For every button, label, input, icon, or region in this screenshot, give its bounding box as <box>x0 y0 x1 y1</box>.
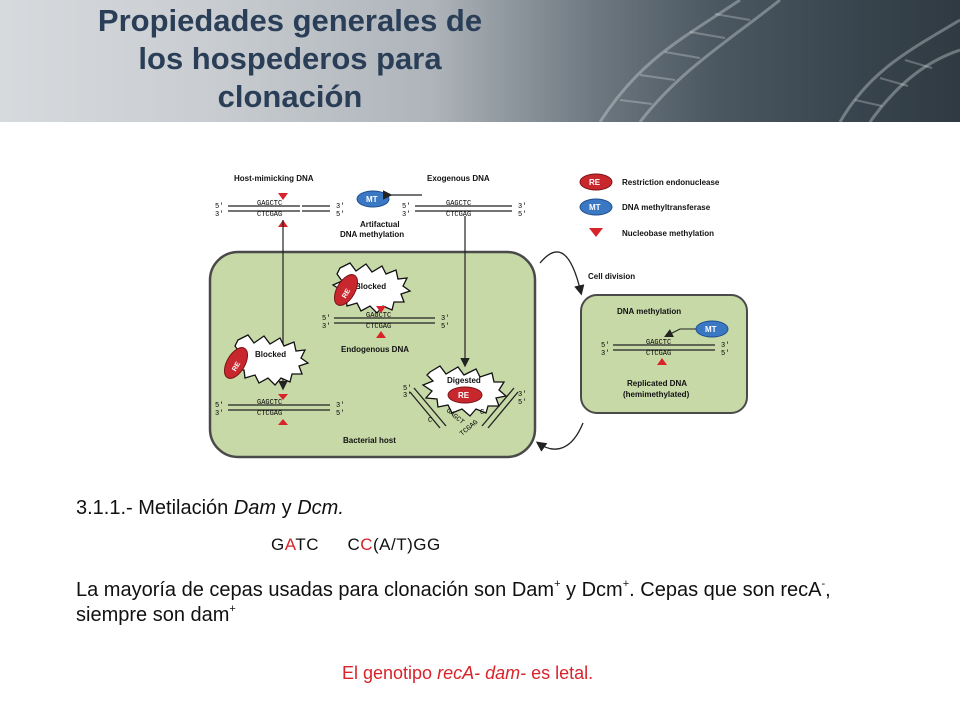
bacterial-host-label: Bacterial host <box>343 436 396 445</box>
cell-division-arrow <box>539 251 585 296</box>
title-line-3: clonación <box>217 79 363 114</box>
svg-text:GAGCTC: GAGCTC <box>257 200 282 208</box>
svg-text:Digested: Digested <box>447 376 481 385</box>
svg-text:Blocked: Blocked <box>255 350 286 359</box>
svg-text:5′: 5′ <box>215 203 223 211</box>
svg-text:GAGCTC: GAGCTC <box>646 339 671 347</box>
svg-text:RE: RE <box>589 178 601 187</box>
svg-text:3′: 3′ <box>518 203 526 211</box>
svg-text:3′: 3′ <box>518 391 526 399</box>
methylated-host-dna: 5′ 3′ GAGCTC CTCGAG 3′ 5′ <box>215 394 344 425</box>
svg-text:CTCGAG: CTCGAG <box>366 323 391 331</box>
methylation-marker <box>278 193 288 200</box>
endogenous-dna: 5′ 3′ GAGCTC CTCGAG 3′ 5′ <box>322 306 449 338</box>
svg-text:RE: RE <box>231 360 242 372</box>
description-paragraph: La mayoría de cepas usadas para clonació… <box>76 578 831 626</box>
svg-text:GAGCTC: GAGCTC <box>366 312 391 320</box>
dna-helix-background <box>598 0 960 122</box>
endogenous-label: Endogenous DNA <box>341 345 409 354</box>
svg-text:3′: 3′ <box>336 203 344 211</box>
recognition-sequences: GATC CC(A/T)GG <box>271 535 441 555</box>
exogenous-dna: 5′ 3′ GAGCTC CTCGAG 3′ 5′ <box>402 200 526 219</box>
title-line-1: Propiedades generales de <box>97 3 483 38</box>
page-title: Propiedades generales de los hospederos … <box>30 2 550 116</box>
svg-text:3′: 3′ <box>601 350 609 358</box>
lethal-genotype-note: El genotipo recA- dam- es letal. <box>342 663 594 683</box>
exogenous-label: Exogenous DNA <box>427 174 490 183</box>
svg-text:5′: 5′ <box>402 203 410 211</box>
svg-text:5′: 5′ <box>601 342 609 350</box>
svg-text:3′: 3′ <box>721 342 729 350</box>
title-line-2: los hospederos para <box>138 41 442 76</box>
svg-text:3′: 3′ <box>215 211 223 219</box>
digested-burst: Digested RE <box>421 365 508 417</box>
blocked-burst-upper: Blocked RE <box>331 262 412 314</box>
svg-text:5′: 5′ <box>336 211 344 219</box>
svg-text:5′: 5′ <box>336 410 344 418</box>
svg-text:C: C <box>480 409 484 417</box>
svg-text:5′: 5′ <box>403 385 411 393</box>
dcm-site: CC(A/T)GG <box>347 535 441 554</box>
svg-text:5′: 5′ <box>215 402 223 410</box>
svg-text:CTCGAG: CTCGAG <box>446 211 471 219</box>
svg-text:CTCGAG: CTCGAG <box>257 410 282 418</box>
artifactual-label-2: DNA methylation <box>340 230 404 239</box>
blocked-burst-lower: Blocked RE <box>223 334 310 386</box>
svg-text:GAGCTC: GAGCTC <box>446 200 471 208</box>
svg-text:Nucleobase methylation: Nucleobase methylation <box>622 229 714 238</box>
svg-text:5′: 5′ <box>518 399 526 407</box>
svg-text:MT: MT <box>705 325 717 334</box>
host-mimicking-label: Host-mimicking DNA <box>234 174 314 183</box>
figure-legend: RE Restriction endonuclease MT DNA methy… <box>579 173 720 238</box>
return-arrow <box>535 422 584 452</box>
mt-enzyme-icon: MT <box>695 320 729 338</box>
svg-text:3′: 3′ <box>441 315 449 323</box>
artifactual-label-1: Artifactual <box>360 220 400 229</box>
svg-text:C: C <box>428 417 432 425</box>
svg-text:RE: RE <box>458 391 470 400</box>
svg-text:Restriction endonuclease: Restriction endonuclease <box>622 178 720 187</box>
section-heading: 3.1.1.- Metilación Dam y Dcm. <box>76 497 344 519</box>
svg-text:GAGCTC: GAGCTC <box>257 399 282 407</box>
dna-methylation-figure: Host-mimicking DNA Exogenous DNA 5′ 3′ G… <box>208 173 748 459</box>
svg-text:RE: RE <box>341 287 352 299</box>
svg-text:5′: 5′ <box>518 211 526 219</box>
host-mimicking-dna: 5′ 3′ GAGCTC CTCGAG 3′ 5′ <box>215 193 344 227</box>
svg-text:Blocked: Blocked <box>355 282 386 291</box>
dam-site: GATC <box>271 535 319 554</box>
svg-text:3′: 3′ <box>322 323 330 331</box>
svg-text:5′: 5′ <box>441 323 449 331</box>
replicated-label-1: Replicated DNA <box>627 379 687 388</box>
svg-text:3′: 3′ <box>215 410 223 418</box>
svg-text:3′: 3′ <box>403 392 411 400</box>
replicated-label-2: (hemimethylated) <box>623 390 690 399</box>
svg-text:3′: 3′ <box>402 211 410 219</box>
svg-text:MT: MT <box>366 195 378 204</box>
mt-enzyme-icon: MT <box>356 190 390 208</box>
svg-text:5′: 5′ <box>322 315 330 323</box>
dna-methylation-label: DNA methylation <box>617 307 681 316</box>
svg-text:5′: 5′ <box>721 350 729 358</box>
cell-division-label: Cell division <box>588 272 635 281</box>
svg-text:CTCGAG: CTCGAG <box>257 211 282 219</box>
svg-text:CTCGAG: CTCGAG <box>646 350 671 358</box>
svg-text:DNA methyltransferase: DNA methyltransferase <box>622 203 711 212</box>
header-banner: Propiedades generales de los hospederos … <box>0 0 960 122</box>
svg-text:MT: MT <box>589 203 601 212</box>
svg-text:3′: 3′ <box>336 402 344 410</box>
replicated-dna: 5′ 3′ GAGCTC CTCGAG 3′ 5′ <box>601 339 729 365</box>
